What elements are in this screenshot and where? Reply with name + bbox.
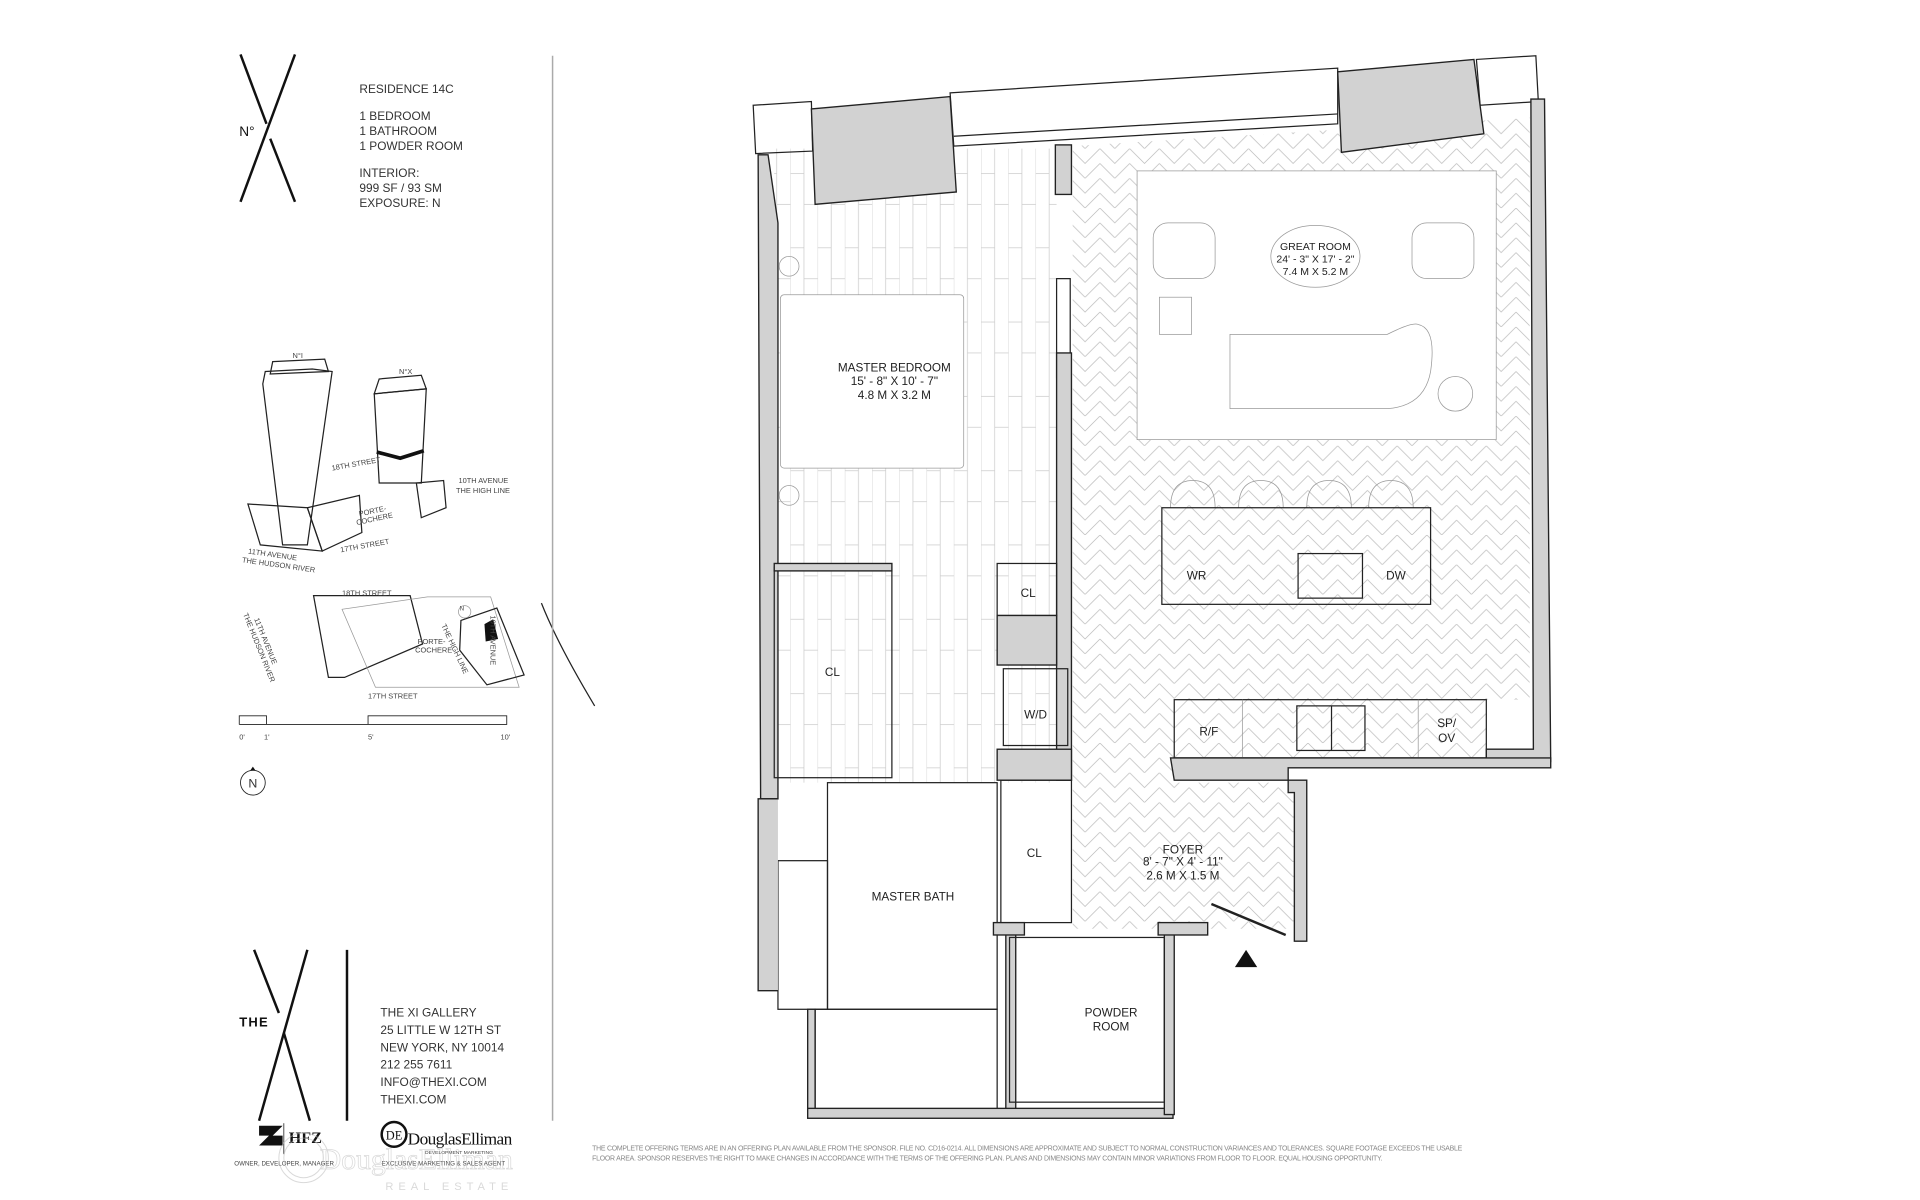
shower: [814, 1008, 998, 1113]
armchair-left: [1152, 222, 1216, 280]
scale-tick: 0': [239, 732, 245, 741]
floor-plan: [752, 55, 1552, 1119]
no-x-logo: N°: [239, 54, 297, 203]
great-room-name: GREAT ROOM: [1280, 241, 1351, 253]
closet-label: CL: [1027, 847, 1042, 860]
high-line-label: THE HIGH LINE: [456, 486, 510, 495]
scale-bar: 0' 1' 5' 10': [238, 715, 511, 741]
watermark: DouglasElliman REAL ESTATE: [278, 1132, 513, 1193]
ave-10-label: 10TH AVENUE: [458, 476, 508, 485]
disclaimer-line-1: THE COMPLETE OFFERING TERMS ARE IN AN OF…: [592, 1145, 1462, 1152]
watermark-brand: DouglasElliman: [320, 1144, 513, 1176]
closet-label: CL: [1021, 587, 1036, 600]
exposure: EXPOSURE: N: [359, 196, 440, 210]
master-bath-name: MASTER BATH: [872, 890, 955, 903]
sp-ov-label-2: OV: [1438, 732, 1455, 745]
bathrooms: 1 BATHROOM: [359, 124, 437, 138]
sectional-sofa: [1229, 323, 1433, 410]
kitchen-island: [1161, 507, 1432, 605]
map-street-18: 18TH STREET: [342, 589, 392, 598]
watermark-sub: REAL ESTATE: [385, 1181, 513, 1193]
tower-left-label: N°I: [293, 351, 303, 360]
powder-room: [1008, 936, 1165, 1103]
douglas-elliman-logo: DE DouglasElliman DEVELOPMENT MARKETING …: [380, 1120, 513, 1167]
foyer-imperial: 8' - 7" X 4' - 11": [1143, 856, 1223, 869]
bedrooms: 1 BEDROOM: [359, 109, 430, 123]
the-xi-logo: THE: [239, 949, 349, 1122]
compass-north-icon: N: [240, 766, 266, 796]
scale-tick: 10': [501, 732, 511, 741]
gallery-city: NEW YORK, NY 10014: [380, 1040, 504, 1054]
great-room-label-oval: [1270, 225, 1361, 288]
residence-title: RESIDENCE 14C: [359, 82, 454, 96]
tower-right-label: N°X: [399, 367, 412, 376]
armchair-right: [1411, 222, 1475, 280]
powder-rooms: 1 POWDER ROOM: [359, 139, 463, 153]
sink-icon: [1297, 552, 1364, 599]
svg-text:DE: DE: [386, 1128, 403, 1142]
entry-arrow-icon: [1234, 949, 1258, 968]
great-room-imperial: 24' - 3" X 17' - 2": [1276, 254, 1354, 266]
interior-label: INTERIOR:: [359, 166, 419, 180]
master-bedroom-metric: 4.8 M X 3.2 M: [858, 389, 931, 402]
map-north: N: [460, 606, 464, 613]
scale-tick: 1': [264, 732, 270, 741]
contact-info: THE XI GALLERY 25 LITTLE W 12TH ST NEW Y…: [380, 1006, 504, 1107]
interior-area: 999 SF / 93 SM: [359, 181, 442, 195]
vanity: [777, 860, 829, 1010]
residence-info: RESIDENCE 14C 1 BEDROOM 1 BATHROOM 1 POW…: [359, 82, 463, 210]
logo-bottom-prefix: THE: [239, 1015, 269, 1030]
map-porte: PORTE-: [418, 637, 446, 646]
logo-prefix: N°: [239, 124, 254, 139]
gallery-name: THE XI GALLERY: [380, 1006, 476, 1020]
site-3d-illustration: N°I N°X 18TH STREET 10TH AVENUE THE HIGH…: [241, 351, 510, 575]
elliman-role: EXCLUSIVE MARKETING & SALES AGENT: [382, 1160, 506, 1167]
disclaimer: THE COMPLETE OFFERING TERMS ARE IN AN OF…: [592, 1145, 1463, 1162]
entry-door[interactable]: [1210, 902, 1287, 937]
bed: [780, 294, 965, 469]
sp-ov-label: SP/: [1437, 717, 1457, 730]
foyer-metric: 2.6 M X 1.5 M: [1146, 869, 1219, 882]
street-18-label: 18TH STREET: [331, 455, 382, 473]
foyer-name: FOYER: [1163, 843, 1203, 856]
room-labels: GREAT ROOM 24' - 3" X 17' - 2" 7.4 M X 5…: [825, 241, 1457, 1033]
fridge-label: R/F: [1199, 726, 1218, 739]
gallery-phone: 212 255 7611: [380, 1058, 452, 1072]
map-cochere: COCHERE: [415, 646, 452, 655]
closet-label: CL: [825, 666, 840, 679]
scale-tick: 5': [368, 732, 374, 741]
master-bedroom-name: MASTER BEDROOM: [838, 362, 951, 375]
bar-stools: [1170, 480, 1414, 508]
compass-label: N: [248, 777, 257, 791]
map-ave-10: 10TH AVENUE: [489, 615, 498, 665]
wine-fridge-label: WR: [1187, 570, 1207, 583]
gallery-email[interactable]: INFO@THEXI.COM: [380, 1075, 486, 1089]
elliman-name: DouglasElliman: [408, 1129, 513, 1148]
powder-room-name: POWDER: [1085, 1007, 1138, 1020]
elliman-sub: DEVELOPMENT MARKETING: [425, 1150, 493, 1156]
master-bedroom-imperial: 15' - 8" X 10' - 7": [851, 375, 938, 388]
dishwasher-label: DW: [1386, 570, 1406, 583]
map-street-17: 17TH STREET: [368, 691, 418, 700]
powder-room-name-2: ROOM: [1093, 1020, 1130, 1033]
disclaimer-line-2: FLOOR AREA. SPONSOR RESERVES THE RIGHT T…: [592, 1155, 1382, 1162]
washer-dryer: [1002, 668, 1069, 747]
gallery-website[interactable]: THEXI.COM: [380, 1092, 446, 1106]
site-plan-map: 18TH STREET 11TH AVENUE THE HUDSON RIVER…: [241, 589, 596, 707]
great-room-metric: 7.4 M X 5.2 M: [1283, 266, 1348, 278]
rug: [1136, 170, 1497, 441]
washer-dryer-label: W/D: [1024, 708, 1047, 721]
gallery-street: 25 LITTLE W 12TH ST: [380, 1023, 501, 1037]
